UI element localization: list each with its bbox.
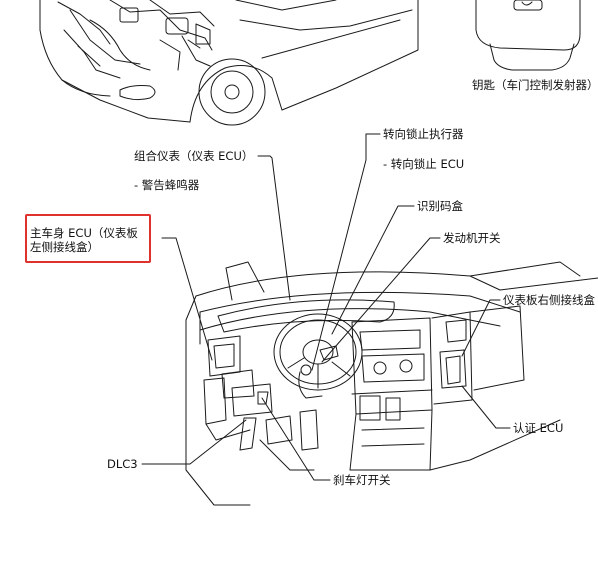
key-fob-illustration: [476, 0, 580, 70]
steering-lock-ecu-label: - 转向锁止 ECU: [383, 157, 464, 171]
steering-lock-actuator-label: 转向锁止执行器: [383, 127, 464, 141]
vehicle-front-illustration: [40, 0, 418, 125]
certification-ecu-label: 认证 ECU: [513, 421, 563, 435]
key-fob-label: 钥匙（车门控制发射器）: [472, 78, 598, 92]
dlc3-label: DLC3: [107, 457, 138, 471]
main-body-ecu-label: 主车身 ECU（仪表板左侧接线盒）: [30, 226, 148, 254]
rh-junction-block-label: 仪表板右侧接线盒: [503, 293, 595, 307]
stop-light-switch-label: 刹车灯开关: [333, 473, 391, 487]
combination-meter-label: 组合仪表（仪表 ECU）: [134, 149, 253, 163]
buzzer-label: - 警告蜂鸣器: [134, 178, 199, 192]
id-code-box-label: 识别码盒: [417, 199, 463, 213]
engine-switch-label: 发动机开关: [443, 231, 501, 245]
